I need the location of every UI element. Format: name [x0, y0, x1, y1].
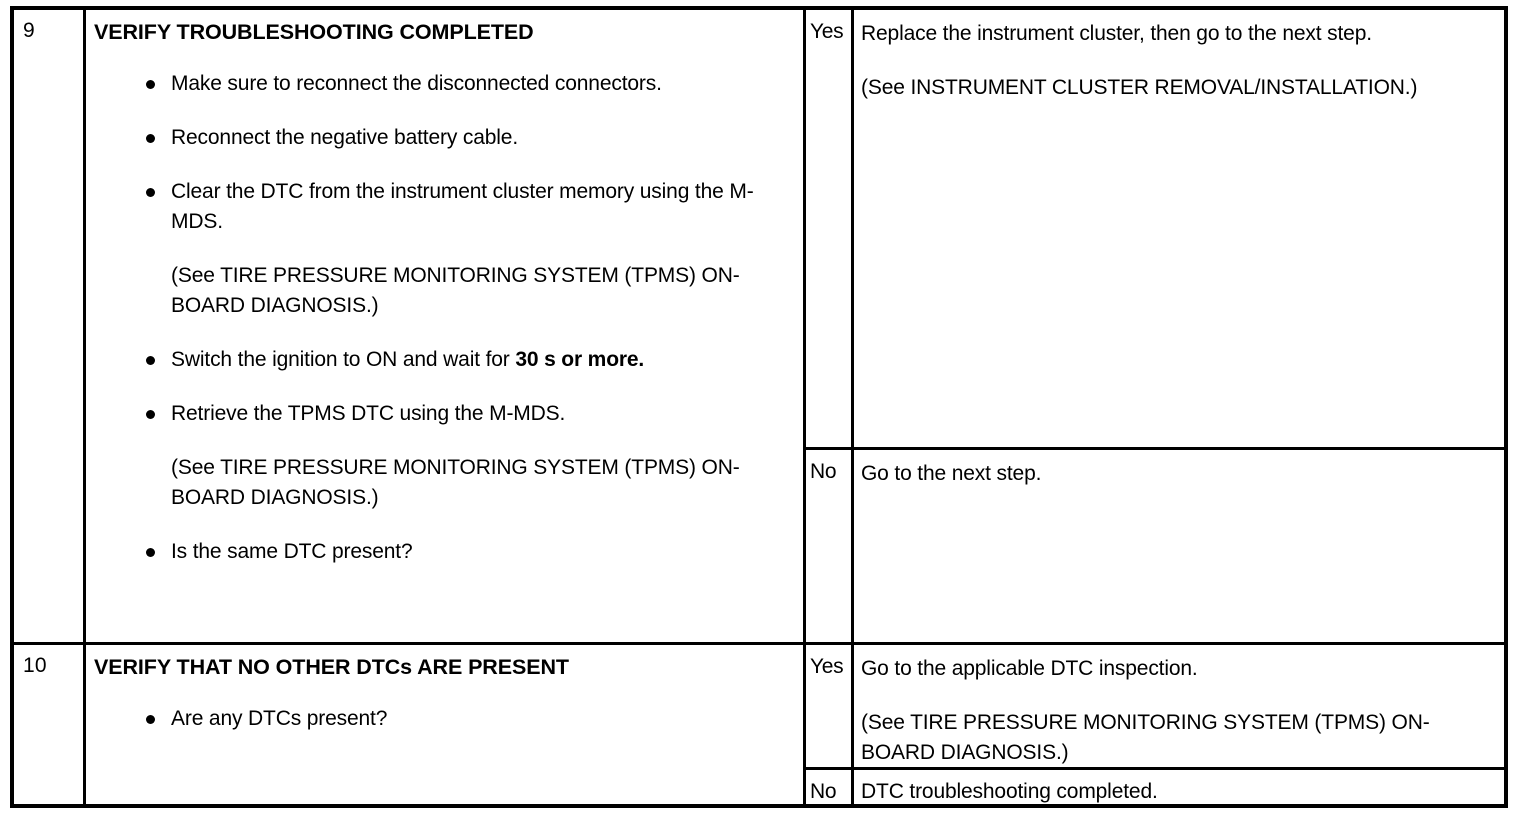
answer-reference-note: (See INSTRUMENT CLUSTER REMOVAL/INSTALLA… — [861, 76, 1418, 99]
list-item: Are any DTCs present? — [94, 704, 793, 734]
step-answers-cell-9: Yes Replace the instrument cluster, then… — [806, 10, 1504, 642]
step-answers-cell-10: Yes Go to the applicable DTC inspection.… — [806, 645, 1504, 807]
answer-key-yes: Yes — [806, 645, 854, 767]
answer-row-yes: Yes Replace the instrument cluster, then… — [806, 10, 1504, 447]
step-number: 10 — [23, 654, 47, 677]
answer-key-no: No — [806, 450, 854, 642]
table-row-step-10: 10 VERIFY THAT NO OTHER DTCs ARE PRESENT… — [14, 642, 1504, 807]
answer-action-no: Go to the next step. — [854, 450, 1504, 642]
answer-reference-note: (See TIRE PRESSURE MONITORING SYSTEM (TP… — [861, 711, 1430, 764]
answer-row-yes: Yes Go to the applicable DTC inspection.… — [806, 645, 1504, 767]
table-row-step-9: 9 VERIFY TROUBLESHOOTING COMPLETED Make … — [14, 10, 1504, 642]
bullet-dot-icon — [146, 410, 155, 419]
answer-row-no: No Go to the next step. — [806, 447, 1504, 642]
list-item: Switch the ignition to ON and wait for 3… — [94, 345, 793, 375]
list-item: Retrieve the TPMS DTC using the M-MDS. (… — [94, 399, 793, 513]
list-item-text: Make sure to reconnect the disconnected … — [171, 72, 662, 95]
list-item: Is the same DTC present? — [94, 537, 793, 567]
answer-row-no: No DTC troubleshooting completed. — [806, 767, 1504, 807]
list-item-text: Reconnect the negative battery cable. — [171, 126, 519, 149]
answer-action-text: Go to the applicable DTC inspection. — [861, 657, 1198, 680]
answer-key-yes: Yes — [806, 10, 854, 447]
step-bullet-list: Make sure to reconnect the disconnected … — [94, 69, 793, 567]
step-number-cell-10: 10 — [14, 645, 86, 804]
step-number-cell-9: 9 — [14, 10, 86, 642]
bullet-dot-icon — [146, 134, 155, 143]
step-title: VERIFY THAT NO OTHER DTCs ARE PRESENT — [94, 655, 569, 679]
answer-action-yes: Go to the applicable DTC inspection. (Se… — [854, 645, 1504, 767]
list-item: Reconnect the negative battery cable. — [94, 123, 793, 153]
list-item-text: Switch the ignition to ON and wait for — [171, 348, 516, 371]
list-item-text: Clear the DTC from the instrument cluste… — [171, 180, 754, 233]
bullet-dot-icon — [146, 548, 155, 557]
answer-action-text: DTC troubleshooting completed. — [861, 780, 1158, 803]
bullet-dot-icon — [146, 356, 155, 365]
step-bullet-list: Are any DTCs present? — [94, 704, 793, 734]
troubleshooting-table: 9 VERIFY TROUBLESHOOTING COMPLETED Make … — [10, 6, 1508, 808]
answer-action-yes: Replace the instrument cluster, then go … — [854, 10, 1504, 447]
list-item-reference-note: (See TIRE PRESSURE MONITORING SYSTEM (TP… — [171, 456, 740, 509]
list-item-emphasis: 30 s or more — [515, 348, 639, 371]
step-action-cell-10: VERIFY THAT NO OTHER DTCs ARE PRESENT Ar… — [86, 645, 806, 804]
bullet-dot-icon — [146, 188, 155, 197]
step-number: 9 — [23, 19, 35, 42]
list-item: Clear the DTC from the instrument cluste… — [94, 177, 793, 321]
answer-key-no: No — [806, 770, 854, 807]
list-item-text: Retrieve the TPMS DTC using the M-MDS. — [171, 402, 566, 425]
list-item-reference-note: (See TIRE PRESSURE MONITORING SYSTEM (TP… — [171, 264, 740, 317]
list-item-text: Is the same DTC present? — [171, 540, 413, 563]
bullet-dot-icon — [146, 80, 155, 89]
answer-action-text: Replace the instrument cluster, then go … — [861, 22, 1372, 45]
step-action-cell-9: VERIFY TROUBLESHOOTING COMPLETED Make su… — [86, 10, 806, 642]
list-item: Make sure to reconnect the disconnected … — [94, 69, 793, 99]
answer-action-no: DTC troubleshooting completed. — [854, 770, 1504, 807]
bullet-dot-icon — [146, 715, 155, 724]
list-item-text: Are any DTCs present? — [171, 707, 388, 730]
list-item-emphasis-tail: . — [638, 348, 645, 371]
step-title: VERIFY TROUBLESHOOTING COMPLETED — [94, 20, 534, 44]
answer-action-text: Go to the next step. — [861, 462, 1042, 485]
